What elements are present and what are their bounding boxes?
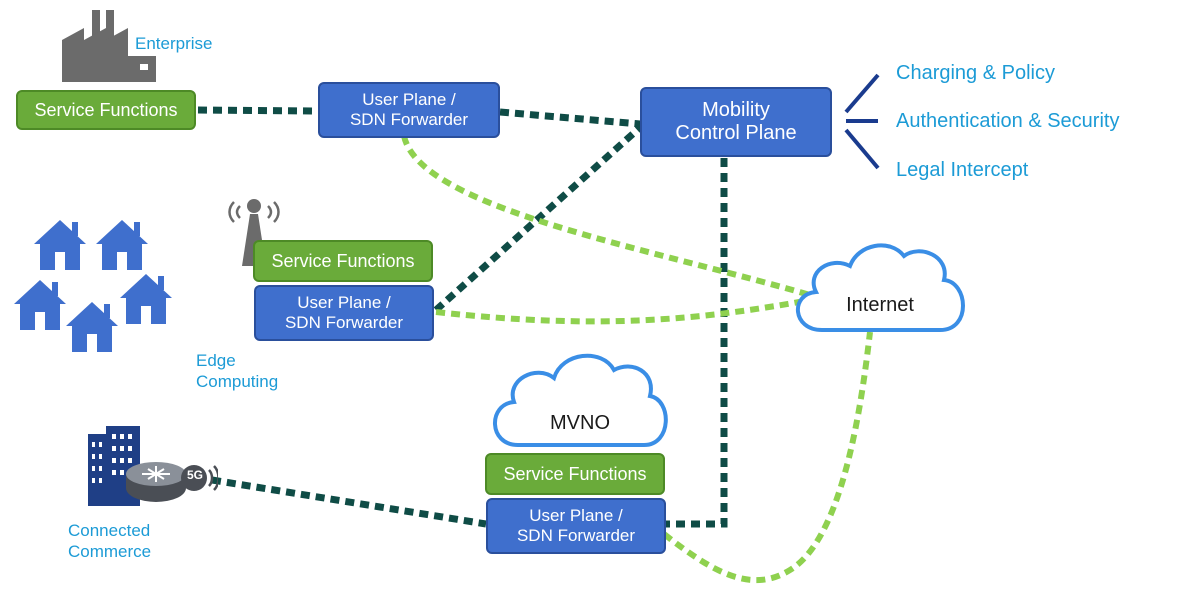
mobility-line2: Control Plane: [675, 122, 797, 144]
fan-legal: [844, 128, 880, 170]
link-edge-up-to-mcp: [433, 120, 648, 313]
mvno-service-functions[interactable]: Service Functions: [485, 453, 665, 495]
mvno-user-plane[interactable]: User Plane / SDN Forwarder: [486, 498, 666, 554]
edge-user-plane[interactable]: User Plane / SDN Forwarder: [254, 285, 434, 341]
commerce-line2: Commerce: [68, 542, 152, 562]
charging-policy-label: Charging & Policy: [896, 62, 1055, 84]
internet-label: Internet: [846, 294, 914, 316]
user-plane-line2: SDN Forwarder: [349, 110, 469, 129]
edge-computing-label: Edge Computing: [196, 350, 278, 393]
enterprise-user-plane[interactable]: User Plane / SDN Forwarder: [318, 82, 500, 138]
legal-intercept-label: Legal Intercept: [896, 159, 1029, 181]
commerce-line1: Connected: [68, 521, 151, 540]
edge-line2: Computing: [196, 372, 279, 392]
user-plane-line1: User Plane /: [362, 90, 456, 110]
link-enterprise-up-to-mcp: [499, 108, 641, 128]
fan-charging: [844, 73, 880, 114]
mobility-control-plane[interactable]: Mobility Control Plane: [640, 87, 832, 157]
mvno-label: MVNO: [550, 412, 610, 434]
user-plane-line2: SDN Forwarder: [516, 526, 636, 545]
user-plane-line1: User Plane /: [297, 293, 391, 313]
enterprise-label: Enterprise: [135, 34, 213, 53]
link-mvno-up-to-internet: [662, 331, 873, 584]
user-plane-line2: SDN Forwarder: [284, 313, 404, 332]
auth-security-label: Authentication & Security: [896, 110, 1120, 132]
homes-icon: [14, 220, 172, 352]
user-plane-line1: User Plane /: [529, 506, 623, 526]
router-5g-badge: 5G: [186, 468, 203, 482]
internet-cloud-outline: [796, 243, 965, 332]
link-edge-up-to-internet: [435, 297, 811, 325]
link-enterprise-sf-to-up: [197, 106, 319, 115]
edge-service-functions[interactable]: Service Functions: [253, 240, 433, 282]
mobility-line1: Mobility: [702, 99, 770, 121]
link-enterprise-up-to-internet: [401, 135, 821, 301]
enterprise-service-functions[interactable]: Service Functions: [16, 90, 196, 130]
router-5g-icon: [126, 462, 218, 502]
link-mcp-to-mvno-up: [664, 158, 728, 528]
link-commerce-to-mvno-up: [211, 476, 487, 528]
mvno-cloud-outline: [493, 353, 668, 447]
edge-line1: Edge: [196, 351, 236, 370]
factory-icon: [62, 10, 156, 82]
connected-commerce-label: Connected Commerce: [68, 520, 151, 563]
